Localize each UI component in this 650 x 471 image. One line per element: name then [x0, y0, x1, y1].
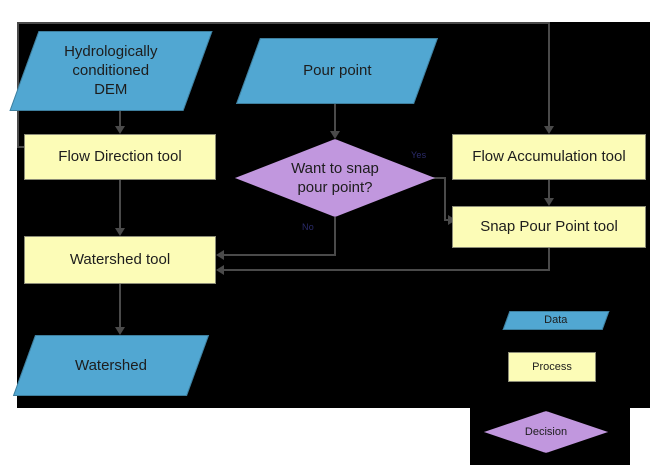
node-watershed[interactable]: Watershed: [12, 335, 210, 396]
node-flow-direction-tool[interactable]: Flow Direction tool: [24, 134, 216, 180]
node-snap-pour-point-tool[interactable]: Snap Pour Point tool: [452, 206, 646, 248]
edge-label-yes: Yes: [411, 150, 427, 160]
arrowhead-into-flow-direction: [115, 126, 125, 134]
arrowhead-into-decision: [330, 131, 340, 139]
arrowhead-into-flow-accumulation: [544, 126, 554, 134]
node-pour-point[interactable]: Pour point: [235, 38, 439, 104]
node-label: Flow Accumulation tool: [472, 148, 626, 166]
node-hydrologically-conditioned-dem[interactable]: Hydrologically conditioned DEM: [9, 31, 213, 111]
legend-item-decision: Decision: [484, 411, 608, 453]
arrowhead-into-snap-pour-point-top: [544, 198, 554, 206]
connector-no-vertical: [334, 217, 336, 255]
connector-yes-horizontal: [432, 177, 446, 179]
edge-label-no: No: [302, 222, 314, 232]
connector-no-horizontal: [224, 254, 336, 256]
connector-yes-into-snap: [444, 219, 450, 221]
node-want-to-snap-pour-point-decision[interactable]: Want to snap pour point?: [235, 139, 435, 217]
arrowhead-into-watershed: [115, 327, 125, 335]
node-label: Flow Direction tool: [58, 148, 182, 166]
connector-flowdir-to-watershedtool: [119, 180, 121, 228]
connector-flowacc-to-snap: [548, 180, 550, 198]
connector-dem-top-horizontal: [17, 22, 550, 24]
connector-dem-to-flowdir: [119, 111, 121, 126]
connector-watershedtool-to-watershed: [119, 284, 121, 327]
connector-snap-return-vertical: [548, 248, 550, 271]
connector-dem-left-into-flowdir: [17, 146, 26, 148]
legend-label-decision: Decision: [524, 425, 568, 438]
node-label: Watershed: [75, 356, 147, 374]
node-label: Pour point: [302, 62, 372, 80]
arrowhead-into-watershed-tool-top: [115, 228, 125, 236]
node-label: Want to snap pour point?: [291, 159, 379, 196]
arrowhead-into-watershed-tool-right-upper: [216, 250, 224, 260]
node-label: Snap Pour Point tool: [480, 218, 618, 236]
arrowhead-into-watershed-tool-right-lower: [216, 265, 224, 275]
node-label: Watershed tool: [69, 251, 171, 269]
connector-to-flow-accumulation-vertical: [548, 22, 550, 126]
legend-label-process: Process: [532, 360, 572, 373]
legend-item-data: Data: [502, 311, 610, 330]
node-watershed-tool[interactable]: Watershed tool: [24, 236, 216, 284]
node-label: Hydrologically conditioned DEM: [64, 43, 158, 99]
connector-pourpoint-to-decision: [334, 104, 336, 131]
legend-item-process: Process: [508, 352, 596, 382]
node-flow-accumulation-tool[interactable]: Flow Accumulation tool: [452, 134, 646, 180]
connector-yes-vertical: [444, 177, 446, 220]
legend-label-data: Data: [544, 314, 568, 327]
connector-snap-return-horizontal: [224, 269, 550, 271]
